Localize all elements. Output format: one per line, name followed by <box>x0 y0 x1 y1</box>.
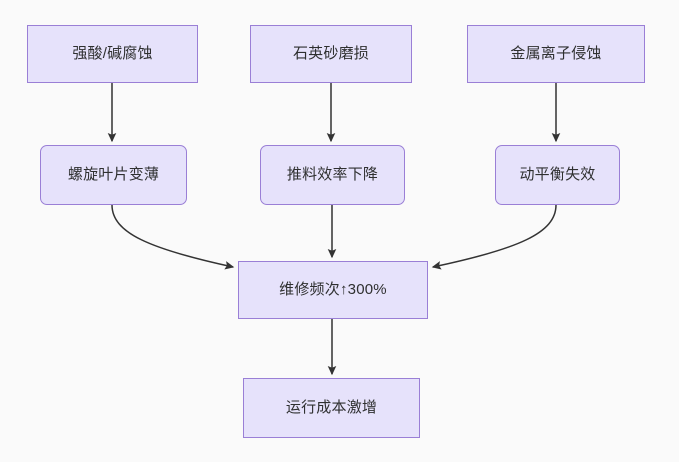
node-label: 维修频次↑300% <box>279 281 387 298</box>
node-result-repair[interactable]: 维修频次↑300% <box>238 261 428 319</box>
edge-balance-to-repair <box>431 204 557 270</box>
node-label: 石英砂磨损 <box>292 45 369 62</box>
node-cause-acid[interactable]: 强酸/碱腐蚀 <box>27 25 198 83</box>
edge-blade-to-repair <box>111 204 235 270</box>
node-label: 金属离子侵蚀 <box>510 45 602 62</box>
node-effect-balance[interactable]: 动平衡失效 <box>495 145 620 205</box>
node-effect-feed-drop[interactable]: 推料效率下降 <box>260 145 405 205</box>
node-cause-metal-ion[interactable]: 金属离子侵蚀 <box>467 25 645 83</box>
node-label: 强酸/碱腐蚀 <box>72 45 153 62</box>
node-label: 动平衡失效 <box>519 166 596 183</box>
node-result-cost[interactable]: 运行成本激增 <box>243 378 420 438</box>
node-label: 螺旋叶片变薄 <box>67 166 160 183</box>
node-cause-sand[interactable]: 石英砂磨损 <box>250 25 412 83</box>
node-label: 运行成本激增 <box>285 399 378 416</box>
node-label: 推料效率下降 <box>286 166 379 183</box>
node-effect-blade-thin[interactable]: 螺旋叶片变薄 <box>40 145 187 205</box>
